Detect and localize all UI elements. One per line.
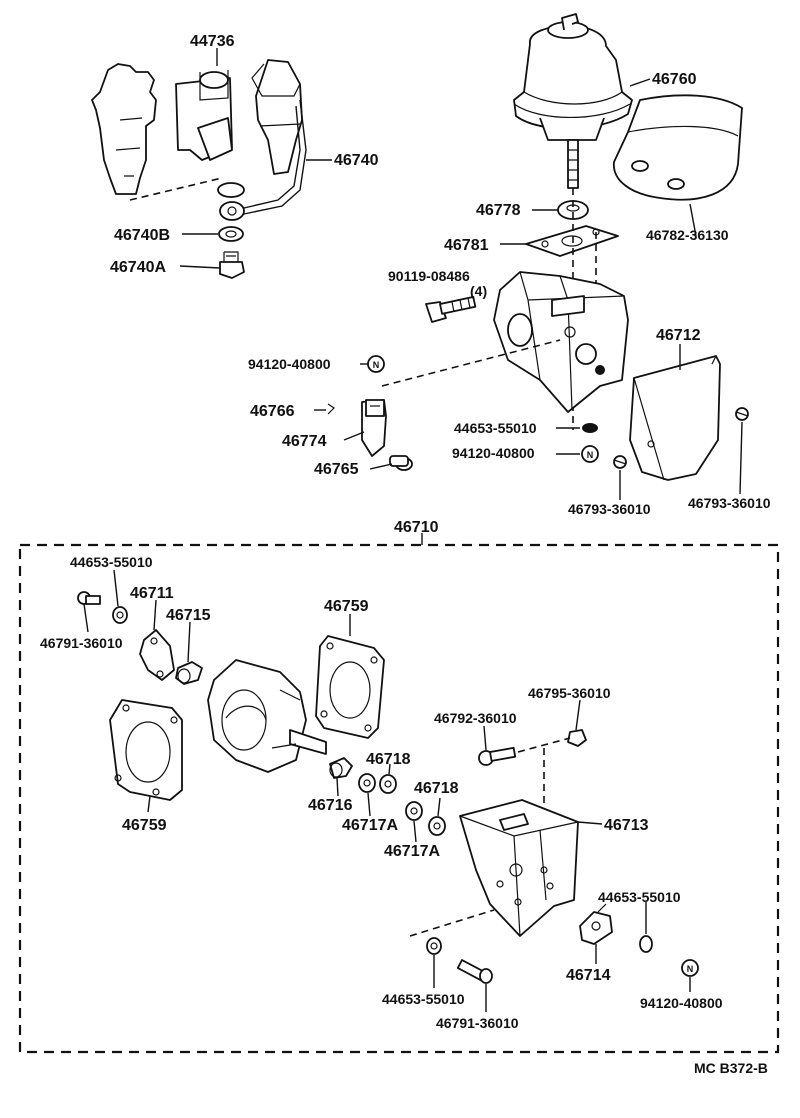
label-46792-36010: 46792-36010 <box>434 710 517 726</box>
nut-94120-b: N <box>581 445 599 463</box>
washer-46718-1 <box>379 774 397 794</box>
washer-44653-b <box>112 606 128 624</box>
label-46759-top: 46759 <box>324 598 369 615</box>
label-46711: 46711 <box>130 585 174 602</box>
label-46795-36010: 46795-36010 <box>528 685 611 701</box>
label-46710: 46710 <box>394 519 439 536</box>
bushing-46716 <box>329 757 353 779</box>
label-46740a: 46740A <box>110 259 166 276</box>
washer-46718-2 <box>428 816 446 836</box>
clip-46766 <box>327 403 335 415</box>
label-44653-55010-d: 44653-55010 <box>382 991 465 1007</box>
label-46791-36010-a: 46791-36010 <box>40 635 123 651</box>
plate-46712 <box>629 355 721 481</box>
washer-44653-d <box>426 937 442 955</box>
bracket-44736 <box>175 70 233 161</box>
washer-44653-c <box>639 935 653 953</box>
label-46791-36010-b: 46791-36010 <box>436 1015 519 1031</box>
bolt-46791-a <box>77 591 101 605</box>
gasket-46759-left <box>109 699 183 801</box>
screw-46793-a <box>613 455 627 469</box>
throttle-body-housing <box>207 659 327 773</box>
label-46760: 46760 <box>652 71 697 88</box>
label-46717a-2: 46717A <box>384 843 440 860</box>
bracket-assembly-upper <box>493 271 629 413</box>
washer-44653-a <box>582 423 598 433</box>
lever-46714 <box>579 903 613 945</box>
pin-46765 <box>389 455 413 471</box>
assembly-boundary <box>18 543 780 1054</box>
leader-lines <box>83 48 743 1012</box>
diagram-code: MC B372-B <box>694 1060 768 1076</box>
svg-text:N: N <box>587 450 594 460</box>
label-46774: 46774 <box>282 433 327 450</box>
bolt-46792 <box>478 746 517 766</box>
bolt-90119 <box>425 296 477 323</box>
bolt-46791-b <box>456 959 493 984</box>
gasket-46711 <box>139 629 175 681</box>
washer-46717a-2 <box>405 801 423 821</box>
label-46765: 46765 <box>314 461 359 478</box>
label-46714: 46714 <box>566 967 611 984</box>
svg-text:N: N <box>687 964 694 974</box>
bracket-46713 <box>459 799 579 937</box>
label-46713: 46713 <box>604 817 649 834</box>
label-46793-36010-b: 46793-36010 <box>688 495 771 511</box>
diaphragm-actuator-46760 <box>513 13 633 189</box>
label-46766: 46766 <box>250 403 295 420</box>
label-46715: 46715 <box>166 607 211 624</box>
nut-46740a <box>219 251 245 279</box>
label-90119-08486: 90119-08486 <box>388 268 470 284</box>
label-46782-36130: 46782-36130 <box>646 227 729 243</box>
sensor-46740 <box>219 59 307 221</box>
bushing-46715 <box>175 661 203 685</box>
lever-46774 <box>361 399 387 457</box>
label-46718-2: 46718 <box>414 780 459 797</box>
label-46759-left: 46759 <box>122 817 167 834</box>
label-46781: 46781 <box>444 237 489 254</box>
label-94120-40800-a: 94120-40800 <box>248 356 331 372</box>
cover-46782 <box>613 94 743 201</box>
label-46716: 46716 <box>308 797 353 814</box>
label-46793-36010-a: 46793-36010 <box>568 501 651 517</box>
label-44653-55010-b: 44653-55010 <box>70 554 153 570</box>
label-94120-40800-c: 94120-40800 <box>640 995 723 1011</box>
gasket-46781 <box>525 225 619 257</box>
label-46778: 46778 <box>476 202 521 219</box>
label-44736: 44736 <box>190 33 235 50</box>
label-94120-40800-b: 94120-40800 <box>452 445 535 461</box>
label-46718-1: 46718 <box>366 751 411 768</box>
washer-46740b <box>217 182 245 242</box>
nut-symbol: N <box>373 360 380 370</box>
nut-94120-c: N <box>681 959 699 977</box>
label-90119-qty: (4) <box>470 283 487 299</box>
label-44653-55010-c: 44653-55010 <box>598 889 681 905</box>
label-46712: 46712 <box>656 327 701 344</box>
label-46740b: 46740B <box>114 227 170 244</box>
label-46740: 46740 <box>334 152 379 169</box>
washer-46717a-1 <box>358 773 376 793</box>
sensor-body-illustration <box>91 63 157 195</box>
part-labels: 44736 46760 46740 46740B 46740A 46778 46… <box>40 33 771 1076</box>
label-46717a-1: 46717A <box>342 817 398 834</box>
screw-46793-b <box>735 407 749 421</box>
label-44653-55010-a: 44653-55010 <box>454 420 537 436</box>
nut-46795 <box>567 729 587 747</box>
nut-94120-a: N <box>367 355 385 373</box>
gasket-46759-right <box>315 635 385 739</box>
